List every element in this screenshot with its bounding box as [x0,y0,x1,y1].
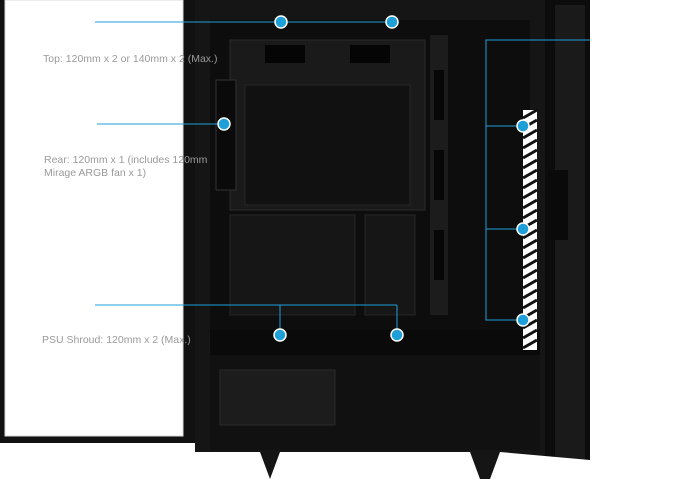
psu-fan-label: PSU Shroud: 120mm x 2 (Max.) [42,334,191,346]
rear-fan-label-line2: Mirage ARGB fan x 1) [44,167,147,179]
rear-fan-label-line1: Rear: 120mm x 1 (includes 120mm [44,154,208,166]
case-body [195,0,590,479]
glass-side-panel [0,0,195,443]
callout-dots [217,15,530,342]
top-fan-label: Top: 120mm x 2 or 140mm x 2 (Max.) [43,53,218,65]
